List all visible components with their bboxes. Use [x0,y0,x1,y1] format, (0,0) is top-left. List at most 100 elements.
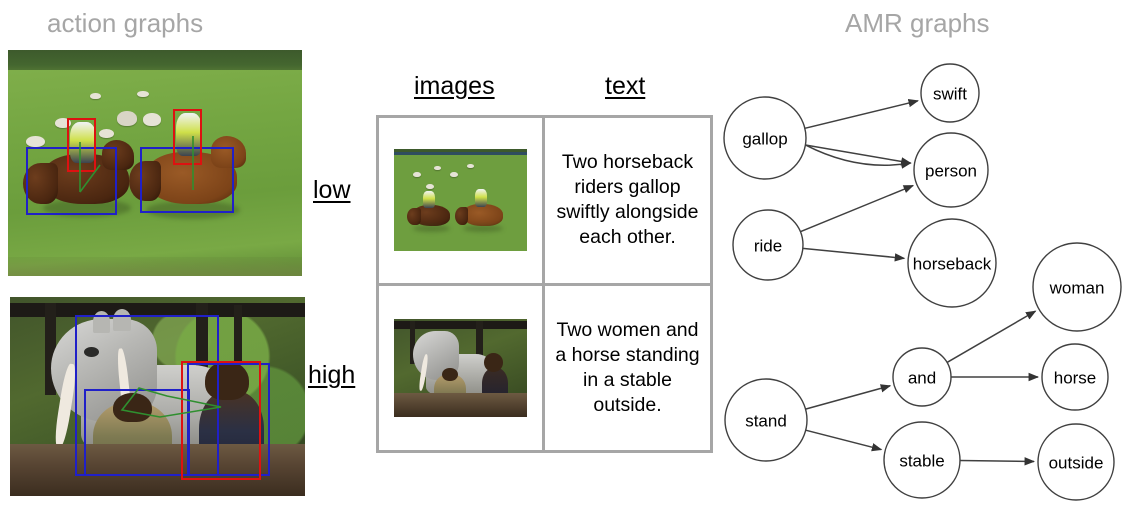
amr-node-circle [907,218,997,308]
amr-node-circle [732,209,804,281]
woman-front-hair [441,367,458,382]
amr-edge-and-to-woman [946,310,1037,364]
table-cell-text-low: Two horseback riders gallop swiftly alon… [545,118,710,283]
amr-edge-ride-to-person [800,184,915,233]
amr-node-label: stand [745,412,787,431]
caption-text-low: Two horseback riders gallop swiftly alon… [556,151,699,249]
amr-node-stable: stable [883,421,961,499]
stable-post [45,302,56,395]
sheep [99,129,114,139]
sheep [449,171,458,177]
horse-shadow [412,224,450,232]
amr-node-label: and [908,369,936,388]
action-graph-photo-low [8,50,302,276]
amr-node-circle [883,421,961,499]
horse-eye [83,346,99,357]
action-graphs-title: action graphs [47,8,204,38]
sheep [25,135,45,148]
sheep [90,92,101,99]
amr-node-label: person [925,162,977,181]
amr-node-horse: horse [1041,343,1109,411]
amr-edges [800,98,1040,466]
bbox-subject-rider-left [66,117,97,173]
amr-edge-gallop-to-swift [804,98,919,130]
stable-post [234,304,242,365]
amr-node-circle [1037,423,1115,501]
amr-node-label: stable [899,452,944,471]
table-cell-image-low [379,118,545,283]
sheep [55,117,72,128]
amr-node-person: person [913,132,989,208]
amr-edge-stand-to-stable [805,429,883,452]
horse-right [463,204,504,226]
table-row: Two horseback riders gallop swiftly alon… [379,118,710,283]
sheep [116,111,138,126]
bbox-subject-rider-right [172,108,203,166]
horse-left-neck [102,140,135,170]
amr-node-woman: woman [1032,242,1122,332]
amr-node-circle [892,347,952,407]
amr-edge-gallop-to-person [805,144,912,166]
amr-node-label: swift [933,85,967,104]
amr-node-stand: stand [724,378,808,462]
bbox-subject-woman-right [181,360,261,481]
amr-node-circle [724,378,808,462]
amr-graphs-title: AMR graphs [845,8,990,38]
stable-rail [10,444,305,496]
amr-edge-stable-to-outside [959,457,1036,466]
horse-right-tail [455,207,469,225]
table-row: Two women and a horse standing in a stab… [379,282,710,451]
rider-left [423,191,436,209]
amr-node-circle [1032,242,1122,332]
amr-nodes: gallop swift person ride horseback stand and st… [723,63,1122,501]
amr-edge-ride-to-horseback [802,247,906,262]
amr-node-label: gallop [742,130,787,149]
woman-right-hair [484,353,504,372]
sheep [433,165,441,170]
photo-high-content [10,297,305,496]
amr-node-ride: ride [732,209,804,281]
sheep [425,183,434,190]
column-header-images: images [414,72,495,100]
photo-low-content [8,50,302,276]
table-cell-image-high [379,285,545,450]
amr-node-label: horseback [913,255,992,274]
bbox-object-woman-back [187,362,270,477]
action-graph-photo-high [10,297,305,496]
horse-left-tail [22,163,58,204]
image-text-pair-table: Two horseback riders gallop swiftly alon… [376,115,713,453]
rider-right [475,189,488,208]
sheep [467,163,474,168]
horse-shadow [43,199,132,218]
bbox-object-horse-right [140,147,235,213]
amr-edge-gallop-to-person [805,144,912,169]
horse-shadow [146,201,241,220]
caption-text-high: Two women and a horse standing in a stab… [555,318,700,416]
horse-ear [113,308,131,331]
horse-left-tail [407,208,421,225]
bbox-object-horse-left [25,147,117,215]
sheep [412,171,421,177]
amr-node-and: and [892,347,952,407]
rider-left [69,122,97,163]
amr-node-swift: swift [920,63,980,123]
stable-post [409,320,416,364]
amr-edge-stand-to-and [805,384,892,410]
amr-node-outside: outside [1037,423,1115,501]
amr-node-circle [913,132,989,208]
bbox-object-woman-front [83,388,190,477]
stable-beam [10,302,305,317]
table-cell-text-high: Two women and a horse standing in a stab… [545,286,710,451]
amr-node-circle [920,63,980,123]
amr-node-label: ride [754,237,782,256]
level-label-low: low [313,176,351,204]
thumbnail-high [394,318,527,417]
stable-beam [394,320,527,329]
horse-right-tail [128,160,161,202]
thumbnail-low [394,149,527,252]
amr-node-horseback: horseback [907,218,997,308]
horse-shadow [463,224,504,232]
horse-left [412,205,450,226]
stable-rail [394,393,527,417]
